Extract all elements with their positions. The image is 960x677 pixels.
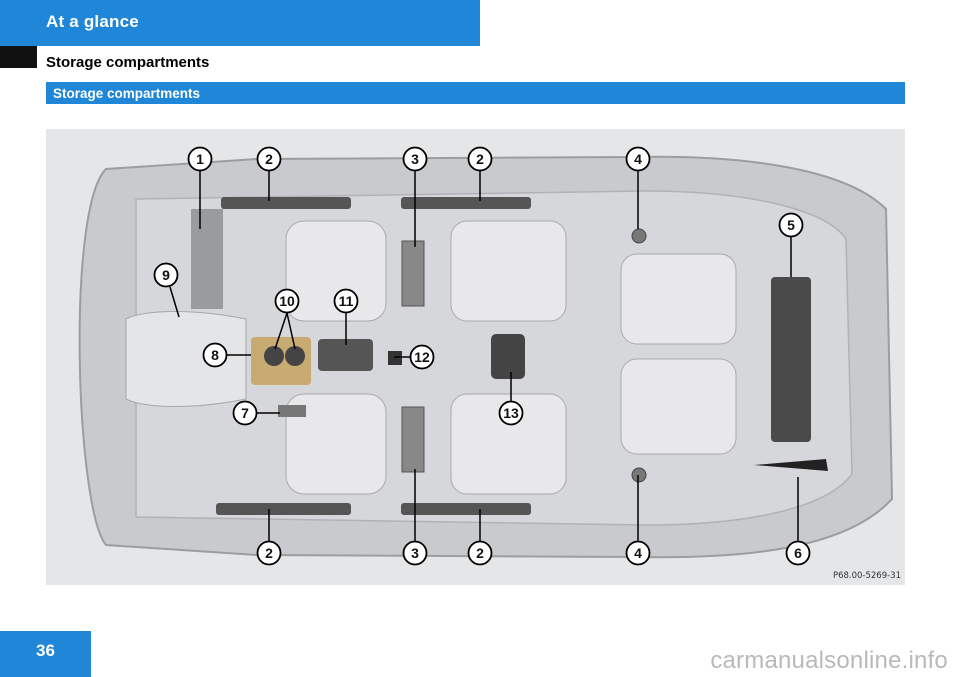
callout-3: 3 [402, 540, 428, 566]
front-seat-left [285, 220, 387, 322]
console-stowage [388, 351, 402, 365]
callout-6: 6 [785, 540, 811, 566]
cargo-side-compartment [754, 459, 828, 471]
chapter-tab-marker [0, 46, 37, 68]
svg-text:6: 6 [794, 545, 802, 561]
svg-text:5: 5 [787, 217, 795, 233]
callout-2: 2 [256, 540, 282, 566]
callout-10: 10 [274, 288, 300, 314]
glovebox-door [191, 209, 223, 309]
callout-13: 13 [498, 400, 524, 426]
callout-circles: 1 2 3 2 4 5 9 10 11 8 12 7 13 2 3 2 4 6 [153, 146, 811, 566]
second-row-seat-right [450, 393, 567, 495]
watermark-text: carmanualsonline.info [710, 647, 948, 674]
page-number-box: 36 [0, 631, 91, 677]
chapter-title: At a glance [46, 12, 139, 31]
section-title: Storage compartments [46, 54, 210, 71]
svg-text:2: 2 [476, 151, 484, 167]
callout-12: 12 [409, 344, 435, 370]
door-pocket-rear-right [401, 503, 531, 515]
svg-text:3: 3 [411, 545, 419, 561]
svg-text:11: 11 [339, 293, 354, 309]
armrest-compartment [318, 339, 373, 371]
section-bar: Storage compartments [46, 82, 905, 104]
svg-text:2: 2 [265, 151, 273, 167]
section-bar-label: Storage compartments [53, 86, 201, 101]
cupholder-right [285, 346, 305, 366]
vehicle-storage-illustration: 1 2 3 2 4 5 9 10 11 8 12 7 13 2 3 2 4 6 … [46, 129, 905, 585]
callout-4: 4 [625, 540, 651, 566]
third-row-seat-left [620, 253, 737, 345]
steering-column-tray [278, 405, 306, 417]
callout-2: 2 [467, 540, 493, 566]
figure-code: P68.00-5269-31 [832, 571, 901, 581]
header-banner: At a glance [0, 0, 480, 46]
callout-2: 2 [467, 146, 493, 172]
callout-7: 7 [232, 400, 258, 426]
cupholder-left [264, 346, 284, 366]
third-row-cupholder-right [631, 467, 647, 483]
door-pocket-front-left [221, 197, 351, 209]
svg-text:9: 9 [162, 267, 170, 283]
svg-text:4: 4 [634, 151, 642, 167]
svg-text:10: 10 [279, 293, 295, 309]
seat-back-pocket-right [401, 406, 425, 473]
seat-back-pocket-left [401, 240, 425, 307]
svg-text:4: 4 [634, 545, 642, 561]
svg-text:1: 1 [196, 151, 204, 167]
third-row-cupholder-left [631, 228, 647, 244]
rear-cupholders [491, 334, 525, 379]
callout-4: 4 [625, 146, 651, 172]
dashboard [125, 311, 247, 407]
callout-5: 5 [778, 212, 804, 238]
callout-9: 9 [153, 262, 179, 288]
callout-2: 2 [256, 146, 282, 172]
callout-3: 3 [402, 146, 428, 172]
second-row-seat-left [450, 220, 567, 322]
third-row-seat-right [620, 358, 737, 455]
svg-text:2: 2 [476, 545, 484, 561]
svg-text:2: 2 [265, 545, 273, 561]
page-number: 36 [36, 641, 55, 660]
svg-text:13: 13 [503, 405, 519, 421]
front-seat-right [285, 393, 387, 495]
door-pocket-rear-left [401, 197, 531, 209]
vehicle-top-view: 1 2 3 2 4 5 9 10 11 8 12 7 13 2 3 2 4 6 [78, 146, 894, 566]
svg-text:8: 8 [211, 347, 219, 363]
cargo-underfloor-compartment [771, 277, 811, 442]
svg-text:12: 12 [414, 349, 430, 365]
door-pocket-front-right [216, 503, 351, 515]
svg-text:7: 7 [241, 405, 249, 421]
svg-text:3: 3 [411, 151, 419, 167]
callout-1: 1 [187, 146, 213, 172]
callout-8: 8 [202, 342, 228, 368]
callout-11: 11 [333, 288, 359, 314]
callout-leader-lines [169, 171, 799, 541]
